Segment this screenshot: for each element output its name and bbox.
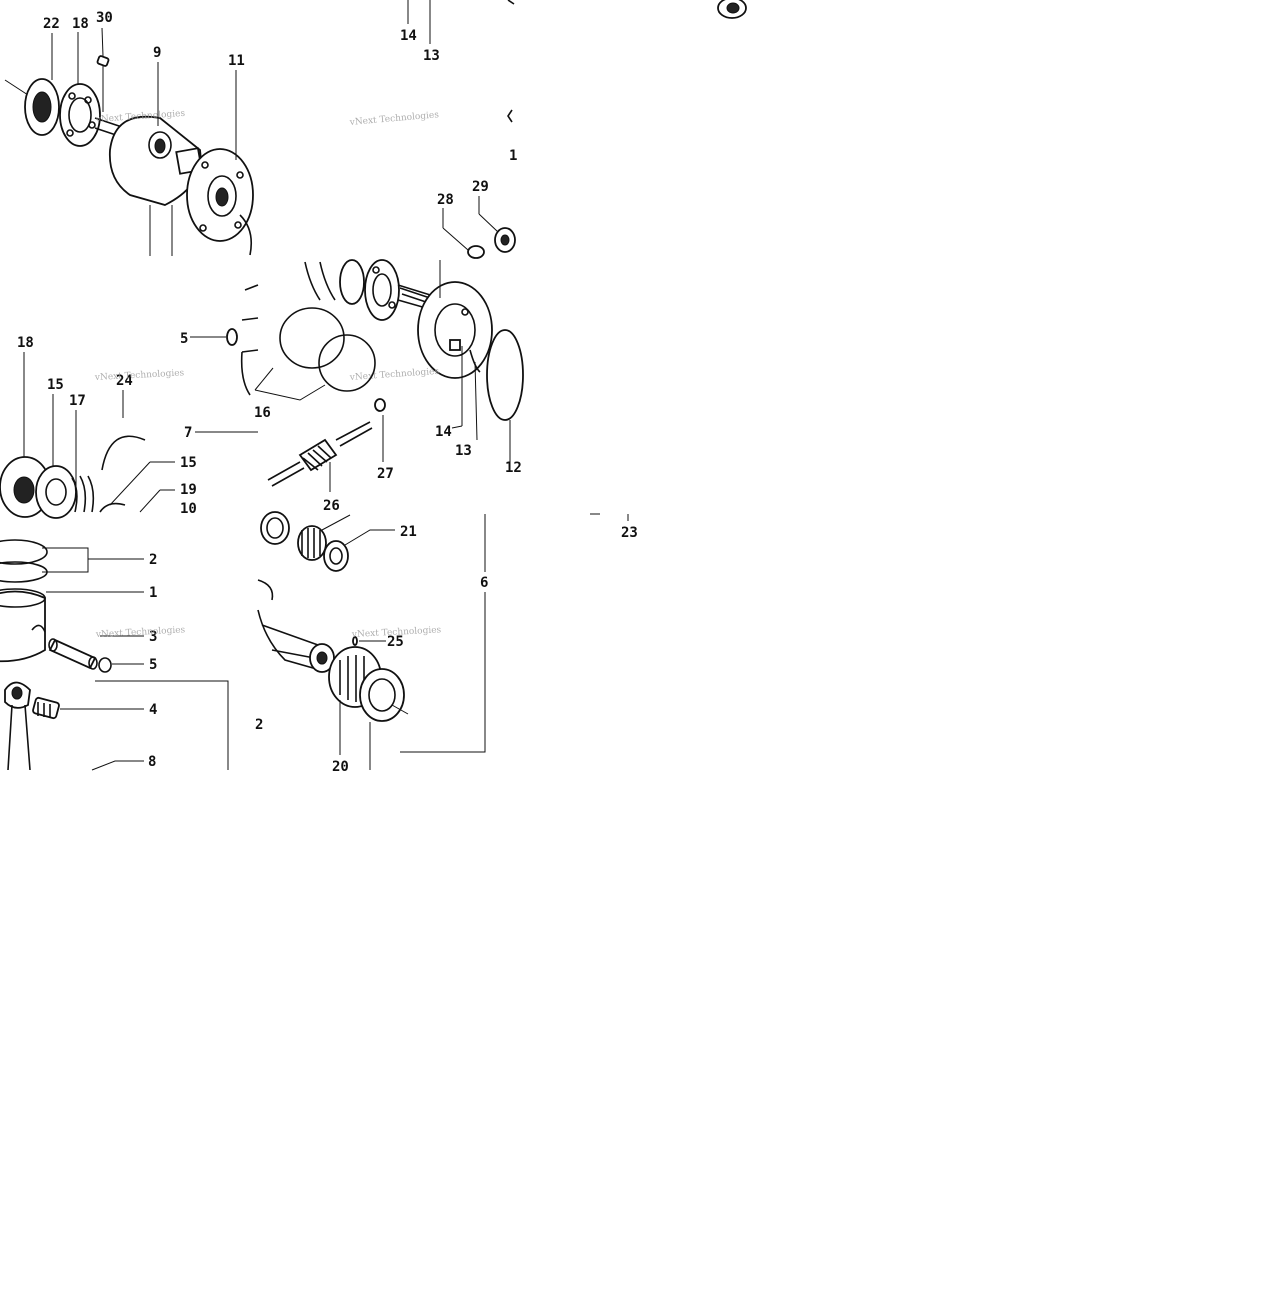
label-20: 20 <box>332 759 349 775</box>
label-24: 24 <box>116 373 133 389</box>
label-3: 3 <box>149 629 157 645</box>
big-end-assembly: 21 25 vNext Technologies 2 20 6 23 <box>255 511 638 775</box>
label-7: 7 <box>184 425 192 441</box>
label-25: 25 <box>387 634 404 650</box>
label-16: 16 <box>254 405 271 421</box>
label-18: 18 <box>72 16 89 32</box>
label-2-bottom: 2 <box>255 717 263 733</box>
watermark: vNext Technologies <box>351 625 442 640</box>
label-27: 27 <box>377 466 394 482</box>
bearing-fragment <box>717 0 747 19</box>
crankshaft-right-assembly: 14 13 12 27 26 vNext Technologies <box>267 259 524 514</box>
label-29: 29 <box>472 179 489 195</box>
watermark: vNext Technologies <box>348 110 439 128</box>
label-2: 2 <box>149 552 157 568</box>
label-19: 19 <box>180 482 197 498</box>
label-14-mid: 14 <box>435 424 452 440</box>
label-5-bottom: 5 <box>149 657 157 673</box>
label-11: 11 <box>228 53 245 69</box>
watermark: vNext Technologies <box>349 367 440 383</box>
label-23: 23 <box>621 525 638 541</box>
piston-assembly: 2 1 3 5 vNext Technologies 4 8 <box>0 539 229 771</box>
label-26: 26 <box>323 498 340 514</box>
label-18-mid: 18 <box>17 335 34 351</box>
label-1-partial: 1 <box>509 148 517 164</box>
label-21: 21 <box>400 524 417 540</box>
label-13-top: 13 <box>423 48 440 64</box>
watermark: vNext Technologies <box>95 625 186 640</box>
label-5-mid: 5 <box>180 331 188 347</box>
label-14-top: 14 <box>400 28 417 44</box>
label-9: 9 <box>153 45 161 61</box>
label-8: 8 <box>148 754 156 770</box>
crankshaft-left-assembly: 22 18 30 9 11 vNext Technologies <box>4 10 254 256</box>
rings-and-seals: 5 16 7 18 15 17 24 vNext Technologies 15… <box>0 284 376 519</box>
label-15-right: 15 <box>180 455 197 471</box>
label-6: 6 <box>480 575 488 591</box>
label-22: 22 <box>43 16 60 32</box>
label-28: 28 <box>437 192 454 208</box>
label-13-mid: 13 <box>455 443 472 459</box>
watermark: vNext Technologies <box>94 368 185 383</box>
label-1: 1 <box>149 585 157 601</box>
top-middle-tile: 14 13 vNext Technologies 28 29 1 <box>348 0 517 259</box>
label-17: 17 <box>69 393 86 409</box>
label-30: 30 <box>96 10 113 26</box>
label-10: 10 <box>180 501 197 517</box>
label-4: 4 <box>149 702 157 718</box>
label-15-mid: 15 <box>47 377 64 393</box>
label-12-partial: 12 <box>505 460 522 476</box>
